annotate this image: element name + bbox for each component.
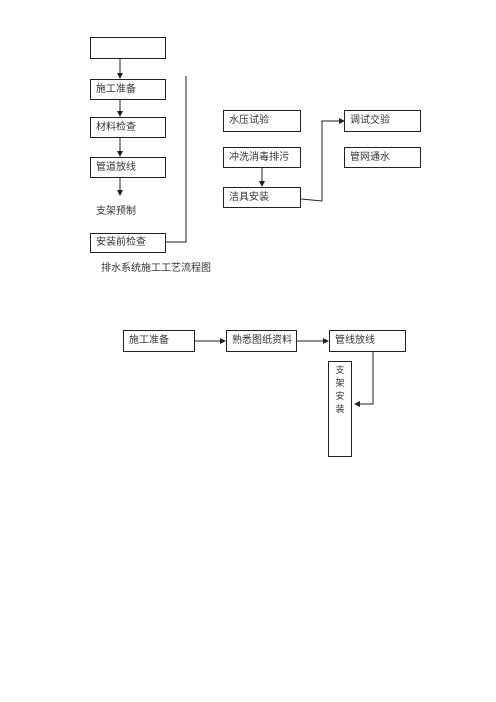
commission-box: 调试交验	[344, 110, 421, 132]
flow1-material-check-box: 材料检查	[90, 117, 166, 138]
flow1-prep-box: 施工准备	[90, 79, 166, 100]
pressure-test-box: 水压试验	[223, 110, 301, 132]
flow2-layout-box: 管线放线	[329, 330, 406, 352]
flow1-caption: 排水系统施工工艺流程图	[101, 263, 211, 274]
flow1-pre-install-check-box: 安装前检查	[90, 233, 166, 253]
network-flow-box: 管网通水	[344, 147, 421, 168]
flow1-bracket-prefab-label: 支架预制	[96, 206, 136, 217]
flow2-drawings-box: 熟悉图纸资料	[226, 330, 297, 352]
flow1-pipe-layout-box: 管道放线	[90, 157, 166, 178]
flow2-bracket-box	[328, 361, 352, 457]
flush-box: 冲洗消毒排污	[223, 147, 301, 168]
flow2-prep-box: 施工准备	[123, 330, 195, 352]
flow2-bracket-label: 支架安装	[335, 366, 345, 415]
flow1-top-box	[90, 37, 166, 59]
fixture-install-box: 洁具安装	[223, 187, 301, 208]
